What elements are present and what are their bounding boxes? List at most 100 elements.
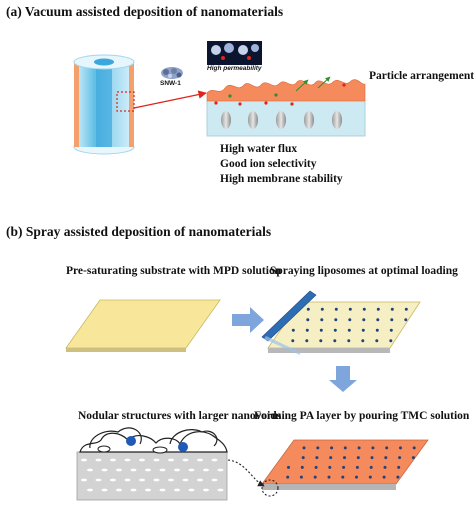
- nanovoid-mark: [101, 468, 108, 472]
- nanovoid-mark: [153, 458, 160, 462]
- liposome-dot: [306, 307, 310, 311]
- zoom-box: [116, 91, 135, 112]
- nanovoid-mark: [153, 478, 160, 482]
- liposome-dot: [348, 318, 352, 322]
- pa-layer: [261, 439, 429, 490]
- liposome-dot: [399, 446, 402, 450]
- liposome-dot: [385, 446, 389, 450]
- liposome-dot: [305, 328, 309, 332]
- nanovoid-mark: [87, 488, 93, 492]
- benefit-membrane-stability: High membrane stability: [220, 173, 343, 185]
- liposome-dot: [382, 475, 386, 479]
- step-arrow-down: [329, 366, 357, 392]
- liposome-dot: [376, 318, 380, 322]
- liposome-dot: [320, 307, 324, 311]
- liposome-dot: [390, 307, 394, 311]
- heading-b: (b) Spray assisted deposition of nanomat…: [6, 224, 272, 239]
- liposome-dot: [301, 456, 305, 460]
- nanovoid-mark: [211, 458, 218, 462]
- nanovoid-mark: [188, 488, 195, 492]
- nanovoid-mark: [95, 458, 102, 462]
- liposome-dot: [329, 456, 333, 460]
- nanovoid-mark: [145, 488, 151, 492]
- nanovoid-mark: [95, 478, 102, 482]
- liposome-dot: [302, 446, 306, 450]
- nanovoid-mark: [124, 478, 131, 482]
- nanovoid-mark: [159, 468, 166, 472]
- nanovoid-mark: [124, 458, 131, 462]
- nanovoid-mark: [174, 468, 180, 472]
- nanovoid-mark: [197, 458, 203, 462]
- sprayed-substrate: [261, 290, 421, 355]
- liposome-dot: [334, 318, 338, 322]
- liposome-dot: [368, 475, 372, 479]
- hollow-fiber-tube: [73, 54, 135, 155]
- particle-arrangement-label: Particle arrangement: [369, 70, 474, 82]
- nanovoid-mark: [203, 468, 209, 472]
- liposome-dot: [370, 456, 374, 460]
- liposome-dot: [355, 465, 359, 469]
- step-spraying: Spraying liposomes at optimal loading: [270, 265, 458, 277]
- nanovoid-mark: [182, 458, 189, 462]
- liposome-dot: [299, 475, 303, 479]
- nanovoid-mark: [81, 458, 87, 462]
- nanovoid-mark: [101, 488, 108, 492]
- nanovoid-mark: [110, 478, 116, 482]
- nanovoid-mark: [203, 488, 209, 492]
- permeability-label: High permeability: [207, 65, 262, 72]
- liposome-dot: [355, 475, 358, 479]
- liposome-dot: [404, 307, 408, 311]
- nanovoid-mark: [174, 488, 180, 492]
- liposome-dot: [286, 475, 290, 479]
- nanovoid-mark: [211, 478, 218, 482]
- step-presaturating: Pre-saturating substrate with MPD soluti…: [66, 265, 282, 277]
- liposome-dot: [343, 456, 346, 460]
- liposome-dot: [375, 339, 379, 343]
- nanovoid-mark: [168, 458, 174, 462]
- liposome-dot: [389, 328, 393, 332]
- snw1-particle-icon: [161, 67, 183, 79]
- liposome-dot: [343, 446, 347, 450]
- nanovoid-mark: [182, 478, 189, 482]
- zoom-arrow: [133, 90, 207, 109]
- liposome-dot: [341, 475, 345, 479]
- nanovoid-mark: [159, 488, 166, 492]
- liposome-dot: [398, 456, 402, 460]
- liposome-dot: [369, 465, 373, 469]
- liposome-dot: [306, 318, 310, 322]
- nanovoid-mark: [145, 468, 151, 472]
- step-arrow-right: [232, 307, 264, 333]
- liposome-dot: [389, 339, 393, 343]
- liposome-dot: [404, 318, 408, 322]
- liposome-dot: [287, 465, 290, 469]
- liposome-dot: [383, 465, 387, 469]
- liposome-dot: [319, 328, 323, 332]
- liposome-dot: [348, 307, 352, 311]
- nodular-structure: [76, 427, 228, 501]
- nanovoid-mark: [130, 468, 137, 472]
- liposome-dot: [390, 318, 394, 322]
- nanovoid-mark: [116, 488, 122, 492]
- liposome-dot: [361, 339, 365, 343]
- nanovoid-mark: [110, 458, 116, 462]
- nanovoid-mark: [116, 468, 122, 472]
- liposome-dot: [357, 446, 361, 450]
- liposome-dot: [342, 465, 346, 469]
- nanovoid-mark: [139, 458, 145, 462]
- liposome-dot: [371, 446, 375, 450]
- liposome-dot: [327, 475, 331, 479]
- liposome-dot: [328, 465, 332, 469]
- liposome-dot: [347, 339, 351, 343]
- liposome-dot: [300, 465, 304, 469]
- liposome-dot: [347, 328, 351, 332]
- heading-a: (a) Vacuum assisted deposition of nanoma…: [6, 4, 284, 19]
- membrane-cross-section: [206, 76, 366, 137]
- liposome-dot: [330, 446, 334, 450]
- benefit-ion-selectivity: Good ion selectivity: [220, 158, 317, 170]
- step-forming-pa: Forming PA layer by pouring TMC solution: [254, 410, 470, 422]
- liposome-dot: [291, 328, 295, 332]
- liposome-dot: [314, 465, 318, 469]
- nanovoid-mark: [87, 468, 93, 472]
- liposome-dot: [319, 339, 323, 343]
- liposome-dot: [313, 475, 317, 479]
